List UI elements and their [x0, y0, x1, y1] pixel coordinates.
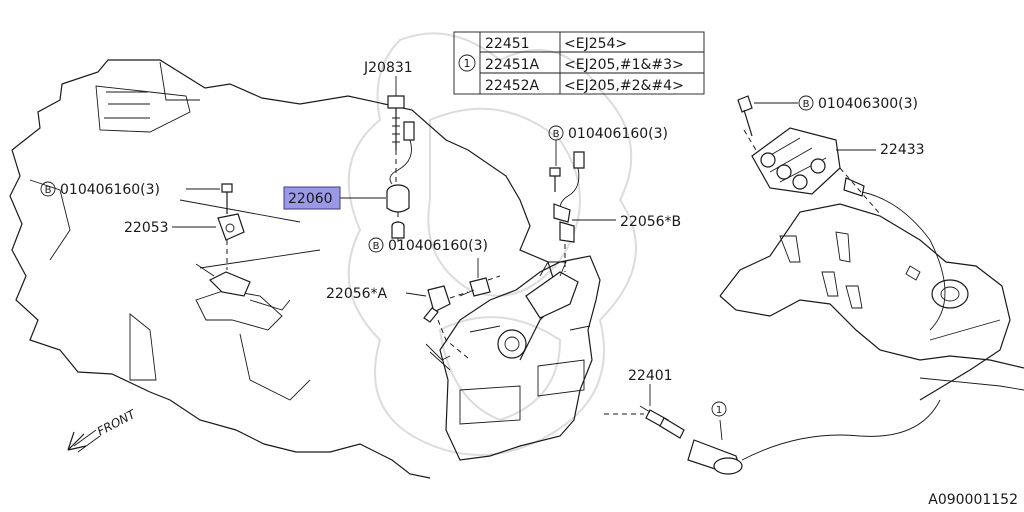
label-22056a[interactable]: 22056*A	[326, 286, 388, 302]
callout-1[interactable]: 1	[716, 405, 722, 416]
table-row-part[interactable]: 22451	[485, 36, 530, 52]
engine-block-left	[9, 59, 561, 479]
crank-sensor-22056a	[423, 275, 501, 359]
ignition-coil-pack	[737, 95, 946, 331]
label-22053[interactable]: 22053	[124, 220, 169, 236]
label-22056b[interactable]: 22056*B	[620, 214, 681, 230]
label-j20831[interactable]: J20831	[363, 60, 413, 76]
table-row-desc: <EJ254>	[564, 36, 627, 52]
label-bolt-mid-bottom[interactable]: 010406160(3)	[388, 238, 488, 254]
cylinder-head	[425, 255, 601, 461]
watermark-emblem	[347, 32, 637, 456]
bolt-marker-letter: B	[553, 129, 560, 140]
part-variant-table: 1 22451 <EJ254> 22451A <EJ205,#1&#3> 224…	[453, 31, 705, 95]
table-row-desc: <EJ205,#2&#4>	[564, 78, 684, 94]
bolt-marker-letter: B	[373, 241, 380, 252]
table-row-part[interactable]: 22451A	[485, 57, 540, 73]
intake-manifold	[719, 203, 1024, 401]
routing-dashes	[743, 129, 881, 215]
sensor-22053	[195, 183, 291, 311]
label-bolt-mid-top[interactable]: 010406160(3)	[568, 126, 668, 142]
table-row-part[interactable]: 22452A	[485, 78, 540, 94]
bolt-marker-icon	[40, 181, 56, 197]
label-bolt-left[interactable]: 010406160(3)	[60, 182, 160, 198]
part-labels: J20831 B 010406160(3) 22053 22060 B 0104…	[40, 60, 925, 417]
label-22060[interactable]: 22060	[288, 191, 333, 207]
callout-marker-icon	[711, 401, 727, 417]
front-label: FRONT	[95, 406, 139, 438]
bolt-marker-letter: B	[45, 185, 52, 196]
spark-plug-assembly	[604, 399, 941, 475]
label-bolt-right[interactable]: 010406300(3)	[818, 96, 918, 112]
bolt-marker-letter: B	[803, 99, 810, 110]
bolt-marker-icon	[368, 237, 384, 253]
table-marker: 1	[464, 57, 471, 70]
cam-sensor-22056b	[549, 151, 585, 272]
front-arrow-icon: FRONT	[67, 406, 139, 453]
bolt-marker-icon	[798, 95, 814, 111]
knock-sensor-assembly	[386, 95, 415, 239]
label-22401[interactable]: 22401	[628, 368, 673, 384]
diagram-reference-code: A090001152	[928, 492, 1018, 508]
table-row-desc: <EJ205,#1&#3>	[564, 57, 684, 73]
label-22433[interactable]: 22433	[880, 142, 925, 158]
